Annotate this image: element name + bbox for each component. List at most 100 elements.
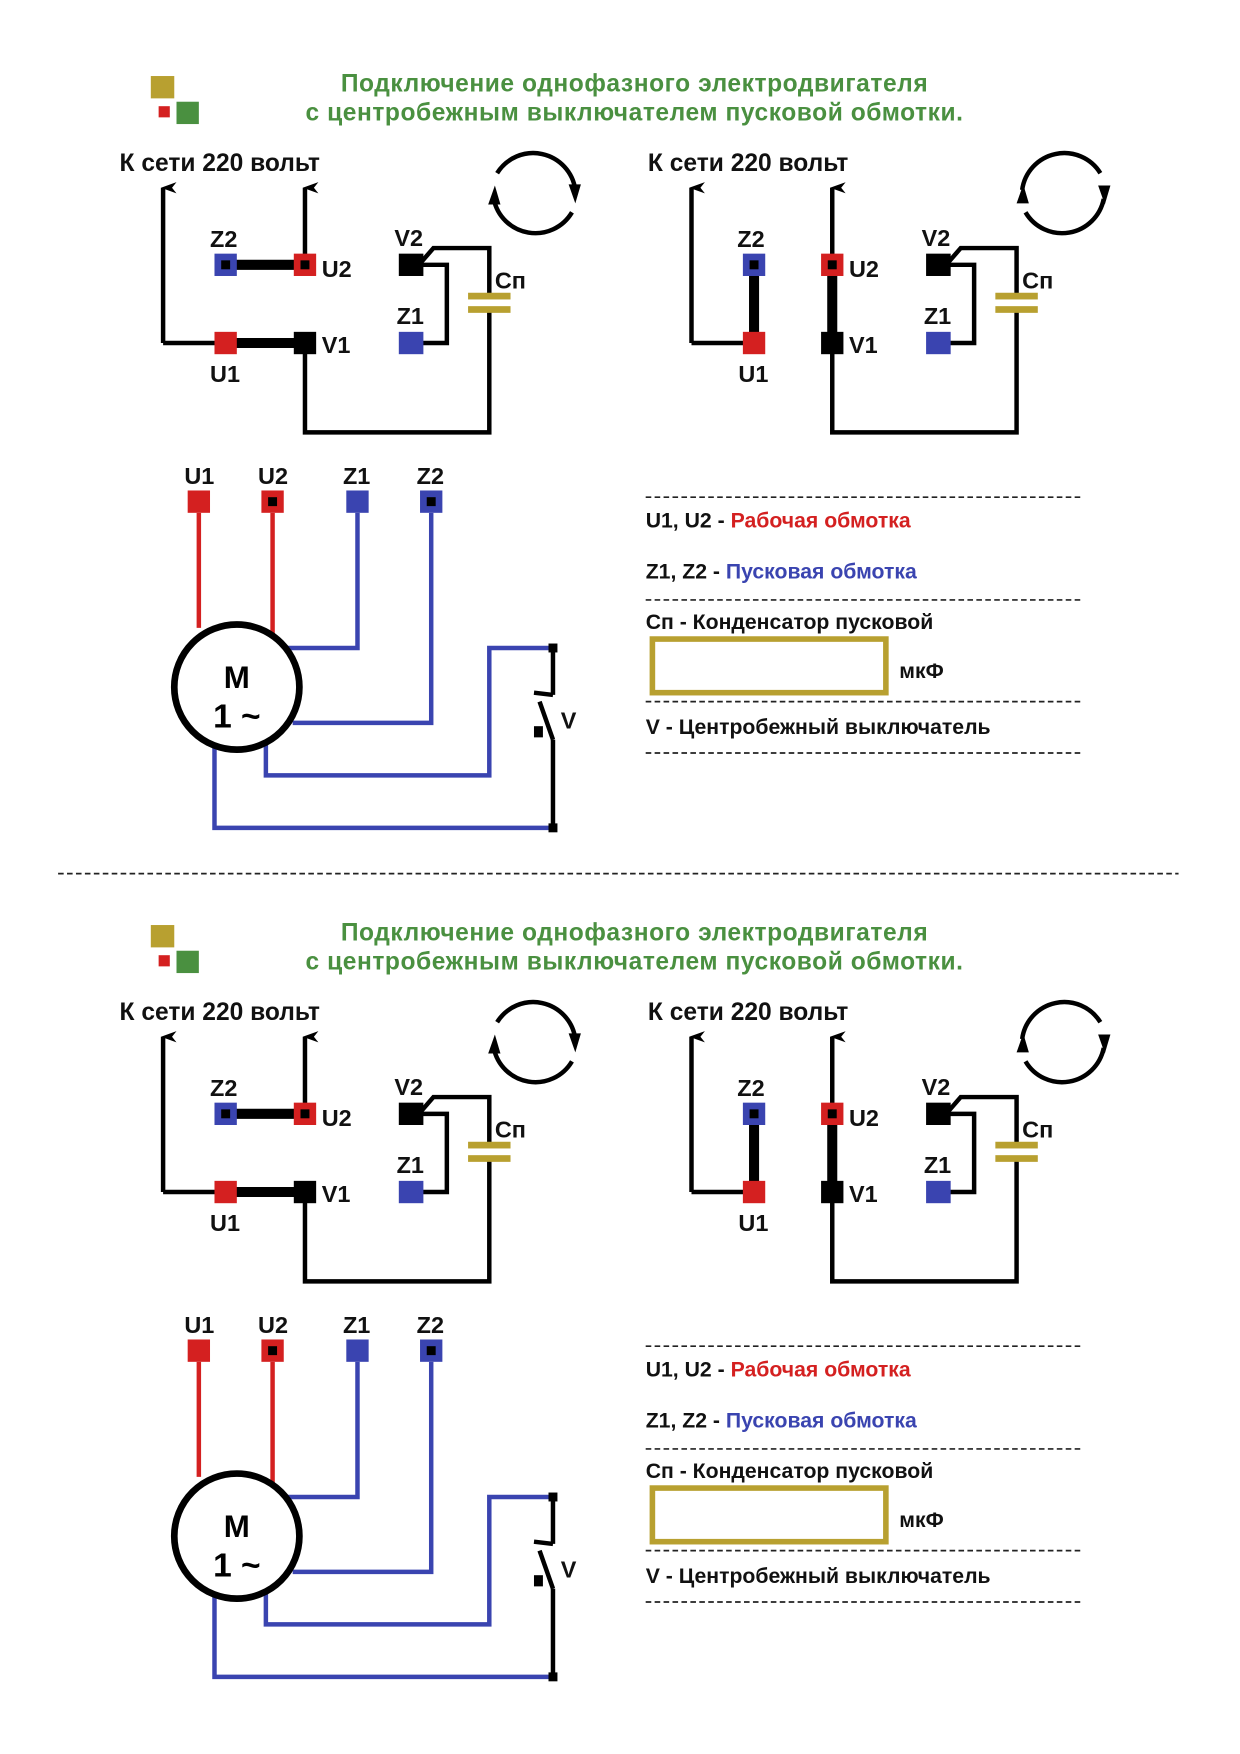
terminal-v2 [398,1102,424,1125]
legend-capacitor: Cп - Конденсатор пусковой [646,611,934,634]
capacitor [468,1141,511,1162]
rotation-counterclockwise-icon [1016,150,1111,236]
label-u1: U1 [738,361,768,387]
label-v1: V1 [322,1181,351,1207]
terminal-z2 [742,1102,766,1125]
terminal-v2 [926,253,951,276]
label-z2: Z2 [210,226,237,252]
terminal-v2 [398,253,424,276]
legend-starting-winding: Пусковая обмотка [726,561,917,584]
label-u2: U2 [849,256,879,282]
label-v1: V1 [322,332,351,358]
centrifugal-switch [533,643,558,833]
motor-diagram: U1 U2 Z1 Z2 M 1 ~ V [170,1312,577,1682]
terminal-z2 [214,253,237,276]
terminal-z2 [742,253,766,276]
terminal-z2 [214,1102,237,1125]
motor-terminal-z1 [346,490,369,513]
legend-u-line: U1, U2 - Рабочая обмотка [646,509,911,532]
cap-label: Cп [1022,1116,1053,1142]
motor-terminal-u1 [187,490,211,513]
label-v1: V1 [849,332,878,358]
label-z1: Z1 [397,1152,424,1178]
label-v2: V2 [394,1074,423,1100]
label-u2: U2 [322,1105,352,1131]
label-u1: U1 [738,1210,768,1236]
legend-z-prefix: Z1, Z2 - [646,1410,726,1433]
terminal-u1 [214,331,237,355]
legend-z-line: Z1, Z2 - Пусковая обмотка [646,1410,917,1433]
motor-label-u2: U2 [258,463,288,489]
mains-label: К сети 220 вольт [120,150,320,177]
centrifugal-switch [533,1492,558,1682]
label-z2: Z2 [737,1075,764,1101]
title-line-2: с центробежным выключателем пусковой обм… [305,100,963,127]
motor-m-label: M [224,1509,250,1544]
capacitor [995,1141,1038,1162]
cap-label: Cп [495,267,526,293]
cap-label: Cп [1022,267,1053,293]
motor-label-u1: U1 [184,1312,214,1338]
mains-label: К сети 220 вольт [648,999,848,1026]
motor-terminal-u2 [261,490,284,513]
terminal-z1 [398,1180,424,1204]
label-z1: Z1 [924,1152,951,1178]
switch-label: V [561,707,577,733]
terminal-u1 [742,1180,766,1204]
left-connection-diagram: К сети 220 вольт Cп Z2 U2 U1 V1 V2 [120,150,581,435]
motor-symbol [170,621,303,753]
legend-starting-winding: Пусковая обмотка [726,1410,917,1433]
right-connection-diagram: К сети 220 вольт Cп Z2 U2 U1 V1 V2 [648,150,1111,435]
legend-z-line: Z1, Z2 - Пусковая обмотка [646,561,917,584]
motor-terminal-u2 [261,1339,284,1362]
label-u1: U1 [210,361,240,387]
motor-label-z2: Z2 [417,1312,444,1338]
legend-z-prefix: Z1, Z2 - [646,561,726,584]
capacitance-field[interactable] [649,1485,889,1545]
legend: U1, U2 - Рабочая обмотка Z1, Z2 - Пусков… [646,1345,1082,1603]
legend-working-winding: Рабочая обмотка [731,1358,911,1381]
legend-working-winding: Рабочая обмотка [731,509,911,532]
rotation-clockwise-icon [488,999,581,1085]
capacitor [468,292,511,313]
label-z1: Z1 [924,303,951,329]
logo [150,925,199,974]
terminal-v2 [926,1102,951,1125]
right-connection-diagram: К сети 220 вольт Cп Z2 U2 U1 V1 V2 [648,999,1111,1284]
switch-label: V [561,1556,577,1582]
label-u1: U1 [210,1210,240,1236]
label-z2: Z2 [737,226,764,252]
terminal-u2 [821,1102,844,1125]
capacitance-unit: мкФ [899,1509,943,1532]
legend-capacitor: Cп - Конденсатор пусковой [646,1460,934,1483]
motor-label-z2: Z2 [417,463,444,489]
legend-switch: V - Центробежный выключатель [646,1565,991,1588]
capacitance-field[interactable] [649,636,889,696]
label-v1: V1 [849,1181,878,1207]
terminal-z1 [926,1180,951,1204]
diagram-panel: Подключение однофазного электродвигателя… [120,71,1111,833]
cap-label: Cп [495,1116,526,1142]
motor-symbol [170,1470,303,1603]
mains-label: К сети 220 вольт [120,999,320,1026]
legend-u-line: U1, U2 - Рабочая обмотка [646,1358,911,1381]
terminal-u2 [293,1102,317,1125]
legend: U1, U2 - Рабочая обмотка Z1, Z2 - Пусков… [646,496,1082,754]
legend-u-prefix: U1, U2 - [646,509,731,532]
label-v2: V2 [922,225,951,251]
motor-phase-label: 1 ~ [213,698,261,735]
terminal-v1 [821,331,844,355]
label-u2: U2 [849,1105,879,1131]
motor-label-u2: U2 [258,1312,288,1338]
capacitor [995,292,1038,313]
terminal-z1 [926,331,951,355]
terminal-u2 [821,253,844,276]
capacitance-unit: мкФ [899,660,943,683]
motor-terminal-u1 [187,1339,211,1362]
motor-label-z1: Z1 [343,1312,370,1338]
terminal-v1 [293,1180,317,1204]
terminal-u1 [742,331,766,355]
left-connection-diagram: К сети 220 вольт Cп Z2 U2 U1 V1 V2 [120,999,581,1284]
motor-terminal-z2 [420,1339,443,1362]
